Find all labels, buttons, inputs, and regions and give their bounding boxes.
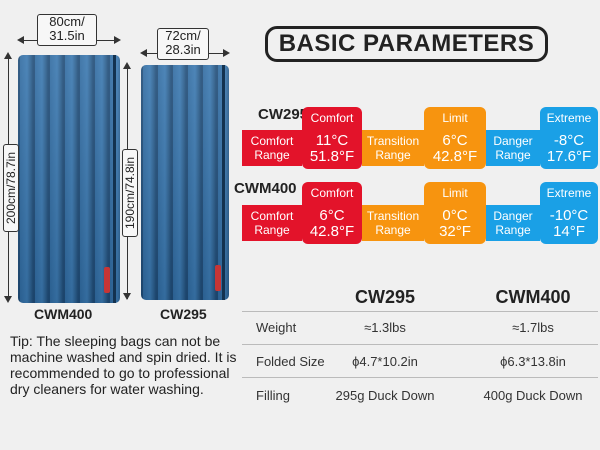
extreme-value: -8°C 17.6°F (540, 128, 598, 169)
limit-fahrenheit: 32°F (439, 223, 471, 240)
extreme-fahrenheit: 14°F (553, 223, 585, 240)
comfort-value: 6°C 42.8°F (302, 203, 362, 244)
length-label: 200cm/78.7in (3, 144, 19, 232)
limit-celsius: 0°C (442, 207, 468, 224)
table-divider (242, 344, 598, 345)
table-cell: ϕ4.7*10.2in (352, 354, 418, 369)
limit-header: Limit (424, 182, 486, 204)
transition-range-band: Transition Range (362, 205, 424, 241)
limit-value: 0°C 32°F (424, 203, 486, 244)
arrow-up-icon (123, 62, 131, 69)
bag-tag (215, 265, 221, 291)
sleeping-bag-cwm400 (18, 55, 120, 303)
extreme-header: Extreme (540, 107, 598, 129)
table-row-label: Weight (256, 320, 297, 335)
danger-range-band: Danger Range (486, 205, 540, 241)
table-header-cw295: CW295 (354, 287, 416, 307)
transition-range-band: Transition Range (362, 130, 424, 166)
length-label: 190cm/74.8in (122, 149, 138, 237)
comfort-fahrenheit: 51.8°F (309, 148, 355, 165)
comfort-celsius: 11°C (315, 132, 349, 149)
table-cell: 400g Duck Down (483, 388, 583, 403)
bag-zipper (113, 55, 116, 303)
extreme-value: -10°C 14°F (540, 203, 598, 244)
table-cell: ϕ6.3*13.8in (500, 354, 566, 369)
arrow-down-icon (123, 293, 131, 300)
comfort-header: Comfort (302, 182, 362, 204)
table-row-label: Folded Size (256, 354, 325, 369)
bag-name-cwm400: CWM400 (34, 306, 93, 322)
comfort-header: Comfort (302, 107, 362, 129)
comfort-fahrenheit: 42.8°F (309, 223, 355, 240)
width-label-cm: 80cm/ (49, 14, 85, 29)
extreme-celsius: -8°C (553, 132, 585, 149)
table-cell: ≈1.7lbs (512, 320, 554, 335)
table-divider (242, 311, 598, 312)
arrow-down-icon (4, 296, 12, 303)
table-row-label: Filling (256, 388, 290, 403)
table-cell: ≈1.3lbs (364, 320, 406, 335)
bag-tag (104, 267, 110, 293)
width-label: 72cm/ 28.3in (157, 28, 209, 60)
comfort-value: 11°C 51.8°F (302, 128, 362, 169)
bag-name-cw295: CW295 (160, 306, 207, 322)
limit-fahrenheit: 42.8°F (432, 148, 478, 165)
comfort-celsius: 6°C (319, 207, 345, 224)
limit-header: Limit (424, 107, 486, 129)
arrow-right-icon (223, 49, 230, 57)
arrow-left-icon (17, 36, 24, 44)
arrow-up-icon (4, 52, 12, 59)
arrow-left-icon (140, 49, 147, 57)
extreme-fahrenheit: 17.6°F (546, 148, 592, 165)
limit-celsius: 6°C (442, 132, 468, 149)
table-divider (242, 377, 598, 378)
bag-zipper (222, 65, 225, 300)
extreme-header: Extreme (540, 182, 598, 204)
comfort-range-band: Comfort Range (242, 205, 302, 241)
arrow-right-icon (114, 36, 121, 44)
sleeping-bag-cw295 (141, 65, 229, 300)
width-label-in: 28.3in (165, 42, 201, 57)
care-tip: Tip: The sleeping bags can not be machin… (10, 333, 237, 397)
page-title: BASIC PARAMETERS (265, 26, 548, 62)
width-label: 80cm/ 31.5in (37, 14, 97, 46)
table-header-cwm400: CWM400 (495, 287, 571, 307)
temp-row-model: CW295 (258, 106, 309, 123)
limit-value: 6°C 42.8°F (424, 128, 486, 169)
extreme-celsius: -10°C (549, 207, 589, 224)
comfort-range-band: Comfort Range (242, 130, 302, 166)
width-label-in: 31.5in (49, 28, 85, 43)
width-label-cm: 72cm/ (165, 28, 201, 43)
table-cell: 295g Duck Down (335, 388, 435, 403)
danger-range-band: Danger Range (486, 130, 540, 166)
temp-row-model: CWM400 (234, 180, 297, 197)
